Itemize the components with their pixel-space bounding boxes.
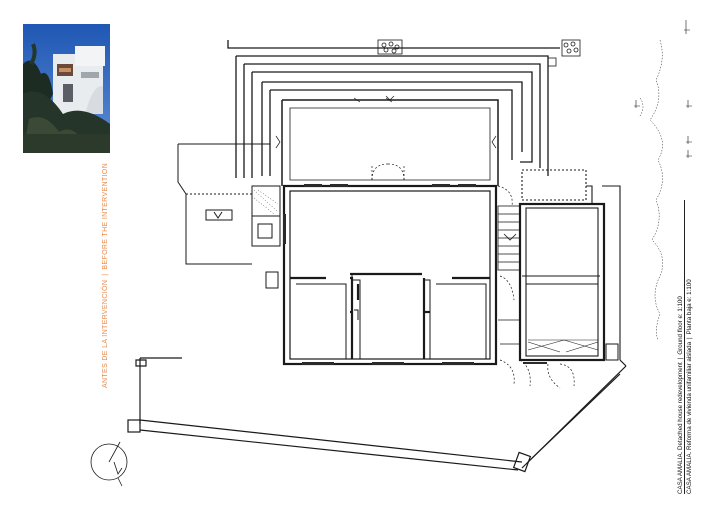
terrace-walls (227, 40, 560, 178)
garage-door (527, 339, 599, 353)
porch (275, 95, 499, 186)
title-scale-es: Planta baja e: 1:100 (686, 279, 693, 335)
title-project-en: CASA AMALIA. Detached house redevelopmen… (677, 362, 684, 494)
interior-walls (290, 272, 490, 359)
porch-doors (371, 163, 405, 181)
stone-planters (377, 39, 581, 67)
right-wing-walls (518, 202, 606, 362)
right-wing-inner (521, 169, 621, 360)
level-marks (634, 20, 692, 158)
passage-doors (497, 185, 531, 387)
stone-texture (253, 189, 279, 215)
title-project-es: CASA AMALIA. Reforma de vivienda unifami… (686, 341, 693, 494)
stairs (497, 205, 521, 345)
site-photo (23, 24, 110, 153)
north-arrow-icon (90, 441, 128, 487)
main-house-inner (289, 190, 491, 360)
windows (283, 184, 547, 365)
title-rule (684, 200, 685, 494)
terrain-contour (639, 39, 663, 341)
title-sep-es: | (686, 337, 693, 339)
title-sep-en: | (677, 357, 684, 360)
left-annex (177, 143, 281, 289)
title-scale-en: Ground floor e: 1:100 (677, 296, 684, 355)
boundary-wall (127, 357, 627, 473)
title-block: CASA AMALIA. Detached house redevelopmen… (676, 279, 694, 494)
title-line-es: CASA AMALIA. Reforma de vivienda unifami… (685, 279, 694, 494)
title-line-en: CASA AMALIA. Detached house redevelopmen… (676, 279, 685, 494)
